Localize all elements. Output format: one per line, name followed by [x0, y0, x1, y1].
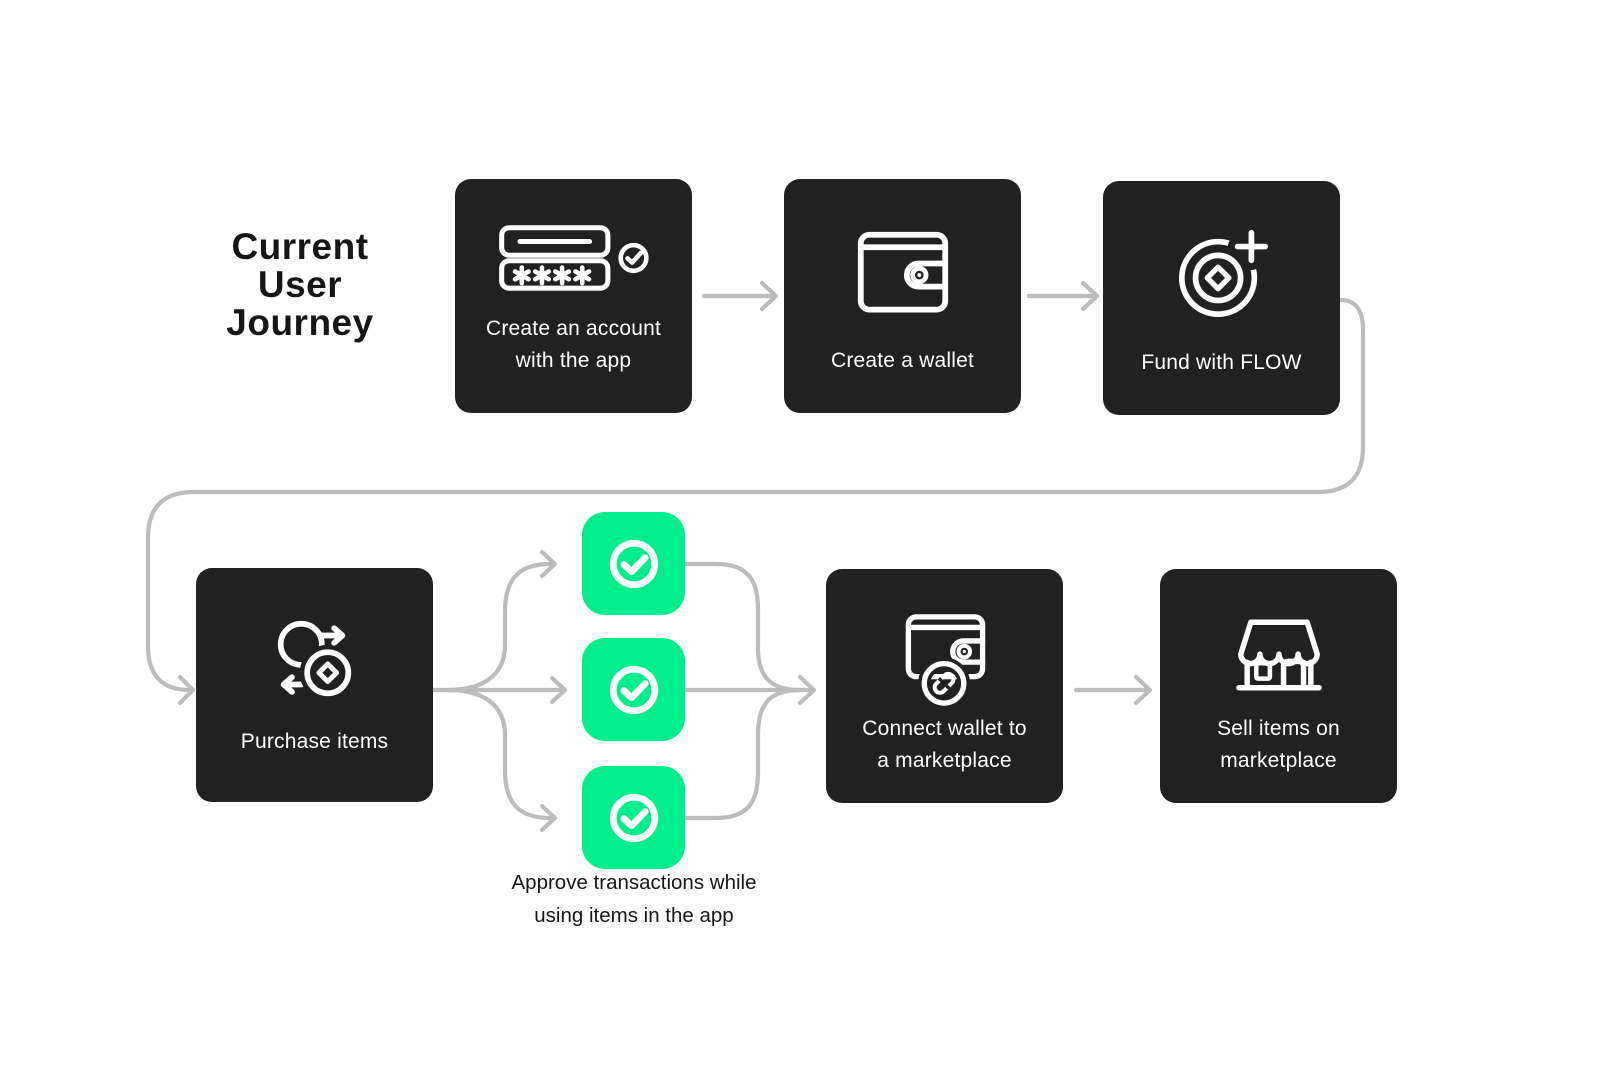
password-asterisks [512, 265, 591, 286]
arrowhead [1080, 280, 1100, 312]
connector-purchase-to-check-bottom [445, 687, 556, 821]
swap-coins-icon [277, 620, 356, 701]
step-card-fund-flow: Fund with FLOW [1103, 181, 1340, 415]
diagram-title: Current User Journey [226, 226, 374, 343]
arrowhead [177, 674, 196, 706]
storefront-icon [1235, 619, 1322, 691]
arrowhead [539, 549, 558, 579]
step-card-create-wallet: Create a wallet [784, 179, 1021, 413]
check-circle-icon [609, 539, 658, 588]
step-label: Connect wallet to a marketplace [862, 717, 1027, 772]
arrowhead [759, 280, 779, 312]
arrowhead [549, 675, 568, 705]
step-card-connect-wallet: Connect wallet to a marketplace [826, 569, 1063, 803]
wallet-link-icon [905, 614, 985, 710]
connector-purchase-to-check-top [445, 561, 556, 693]
step-card-create-account: Create an account with the app [455, 179, 692, 413]
check-circle-icon [609, 665, 658, 714]
connector-check-top-to-connect [682, 561, 803, 693]
step-label: Create a wallet [830, 349, 975, 372]
arrowhead [1133, 674, 1153, 706]
approve-check-badge [582, 638, 685, 741]
password-fields-check-icon [498, 225, 649, 291]
step-card-sell-items: Sell items on marketplace [1160, 569, 1397, 803]
arrowhead [539, 803, 558, 833]
step-card-purchase-items: Purchase items [196, 568, 433, 802]
connector-check-bottom-to-connect [682, 687, 803, 821]
approve-check-badge [582, 766, 685, 869]
flow-token-plus-icon [1178, 225, 1271, 318]
approve-check-badge [582, 512, 685, 615]
check-circle-icon [609, 793, 658, 842]
step-label: Purchase items [240, 730, 389, 753]
approval-caption: Approve transactions while using items i… [511, 871, 757, 927]
step-label: Fund with FLOW [1141, 351, 1302, 374]
step-label: Create an account with the app [485, 317, 661, 372]
arrowhead [797, 674, 817, 706]
connector-fund-to-purchase [145, 297, 1366, 693]
step-label: Sell items on marketplace [1217, 717, 1340, 772]
wallet-icon [857, 231, 948, 313]
